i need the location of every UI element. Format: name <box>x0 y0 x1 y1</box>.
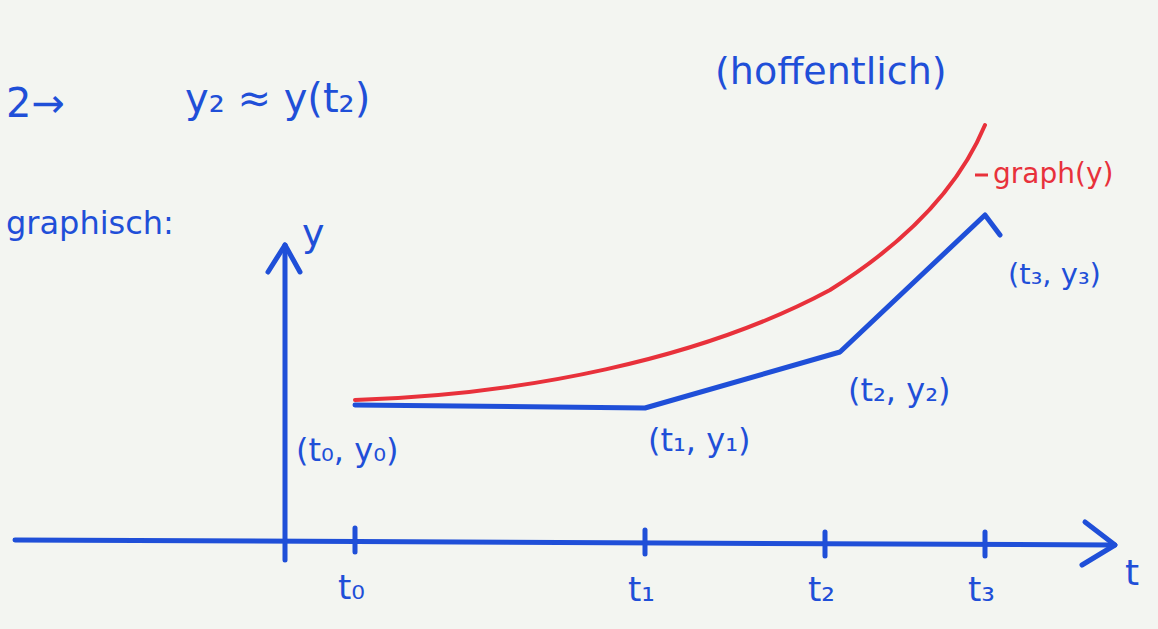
note: (hoffentlich) <box>715 50 947 94</box>
tick <box>353 528 358 552</box>
curve-label: graph(y) <box>993 158 1113 190</box>
point-label: (t₀, y₀) <box>296 432 398 469</box>
t-axis <box>15 540 1115 545</box>
y-axis-arrow <box>268 245 300 272</box>
leader-line <box>975 174 988 177</box>
heading: graphisch: <box>6 205 174 242</box>
t-axis-arrow <box>1082 522 1115 565</box>
tick-label: t₀ <box>338 568 365 607</box>
point-label: (t₂, y₂) <box>848 372 950 409</box>
axis-label: y <box>302 212 325 256</box>
tick-label: t₂ <box>808 570 835 609</box>
tick <box>983 532 988 556</box>
tick-label: t₃ <box>968 570 995 609</box>
point-label: (t₃, y₃) <box>1008 258 1101 291</box>
tick <box>823 532 828 556</box>
tick-label: t₁ <box>628 570 655 609</box>
approximation: y₂ ≈ y(t₂) <box>185 75 370 121</box>
point-label: (t₁, y₁) <box>648 422 750 459</box>
y-axis <box>283 245 288 560</box>
tick <box>643 530 648 554</box>
step-arrow: 2→ <box>6 80 65 126</box>
exact-solution-curve <box>355 125 985 400</box>
axis-label: t <box>1125 552 1139 593</box>
euler-polygon <box>355 215 1000 408</box>
